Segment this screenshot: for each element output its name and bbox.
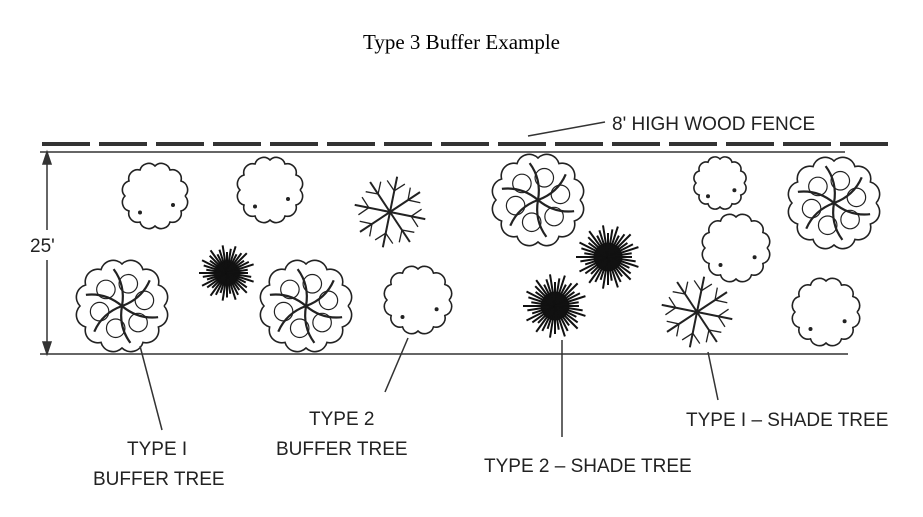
type1-buffer-tree — [75, 259, 169, 353]
fence-leader-line — [527, 121, 606, 137]
type1-shade-label: TYPE I – SHADE TREE — [686, 410, 888, 431]
type2-buffer-tree — [693, 156, 747, 210]
type2-buffer-label-line1: TYPE 2 — [309, 409, 374, 430]
leader-lines — [139, 337, 719, 437]
type1-buffer-label-line2: BUFFER TREE — [93, 469, 225, 490]
type1-buffer-label-line1: TYPE I — [127, 439, 187, 460]
type2-buffer-tree — [121, 162, 189, 230]
diagram-title: Type 3 Buffer Example — [363, 30, 560, 54]
type1-shade-tree — [354, 176, 426, 248]
type2-buffer-tree — [236, 156, 304, 224]
type2-shade-label: TYPE 2 – SHADE TREE — [484, 456, 692, 477]
type2-buffer-tree — [383, 265, 453, 335]
type2-buffer-tree — [701, 213, 771, 283]
type2-shade-tree — [199, 245, 254, 301]
type1-shade-tree — [661, 276, 733, 348]
fence-label: 8' HIGH WOOD FENCE — [612, 114, 815, 135]
type1-buffer-tree — [491, 153, 585, 247]
type1-buffer-tree — [787, 156, 881, 250]
type2-buffer-label-line2: BUFFER TREE — [276, 439, 408, 460]
type2-buffer-tree — [791, 277, 861, 347]
type1-buffer-tree — [259, 259, 353, 353]
type2-shade-tree — [576, 225, 639, 289]
type2-shade-tree — [523, 274, 586, 338]
dimension-label: 25' — [30, 236, 55, 257]
